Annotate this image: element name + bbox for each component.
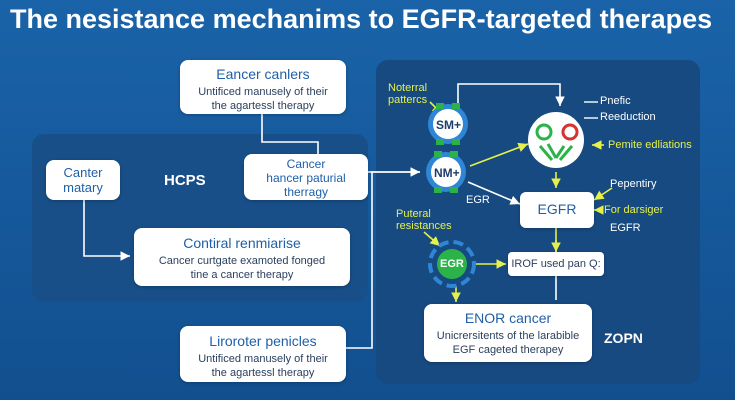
eancer-canlers-card: Eancer canlers Untificed manusely of the… [180,60,346,114]
contiral-line1: Cancer curtgate examoted fonged [158,255,326,267]
eancer-line2: the agartessl therapy [211,100,315,112]
contiral-line2: tine a cancer therapy [190,269,294,281]
liroroter-penicles-card: Liroroter penicles Untificed manusely of… [180,326,346,382]
zopn-label: ZOPN [604,330,643,346]
eancer-head: Eancer canlers [216,66,310,82]
liroroter-line2: the agartessl therapy [211,367,315,379]
eancer-line1: Untificed manusely of their [198,86,328,98]
pepentiry-label: Pepentiry [610,178,657,190]
contiral-renmiarise-card: Contiral renmiarise Cancer curtgate exam… [134,228,350,286]
egfr-small-label: EGFR [610,222,641,234]
canter-line1: Canter [63,165,103,180]
noterral-label: Noterral patterсs [388,82,428,106]
liroroter-line1: Untificed manusely of their [198,353,328,365]
enor-head: ENOR cancer [464,310,552,326]
puteral-label: Puteral resistances [396,208,452,232]
hcps-label: HCPS [164,172,206,189]
canter-line2: matary [63,180,103,195]
cancer-hancer-card: Cancer hancer paturial therragy [244,154,368,200]
irof-box: IROF used pan Q: [508,252,604,276]
canter-matary-card: Canter matary [46,160,120,200]
cancer-line2: hancer paturial [266,171,346,185]
page-title: The nesistance mechanims to EGFR-targete… [10,4,713,34]
contiral-head: Contiral renmiarise [183,235,301,251]
egfr-box: EGFR [520,192,594,228]
sm-node-label: SM+ [436,118,462,132]
liroroter-head: Liroroter penicles [209,333,317,349]
pemite-label: Pemite edliations [608,139,692,151]
nm-node-label: NM+ [434,166,460,180]
enor-line1: Unicrersitents of the larabible [436,330,580,342]
cancer-line1: Cancer [286,157,326,171]
reeduction-label: Reeduction [600,111,656,123]
enor-line2: EGF cageted therapey [452,344,564,356]
cancer-line3: therragy [283,185,329,199]
egr-node-label: EGR [440,258,464,270]
for-darsiger-label: For darsiger [604,204,664,216]
egr-label: EGR [466,194,490,206]
enor-cancer-card: ENOR cancer Unicrersitents of the larabi… [424,304,592,362]
pnefic-label: Pnefic [600,95,631,107]
